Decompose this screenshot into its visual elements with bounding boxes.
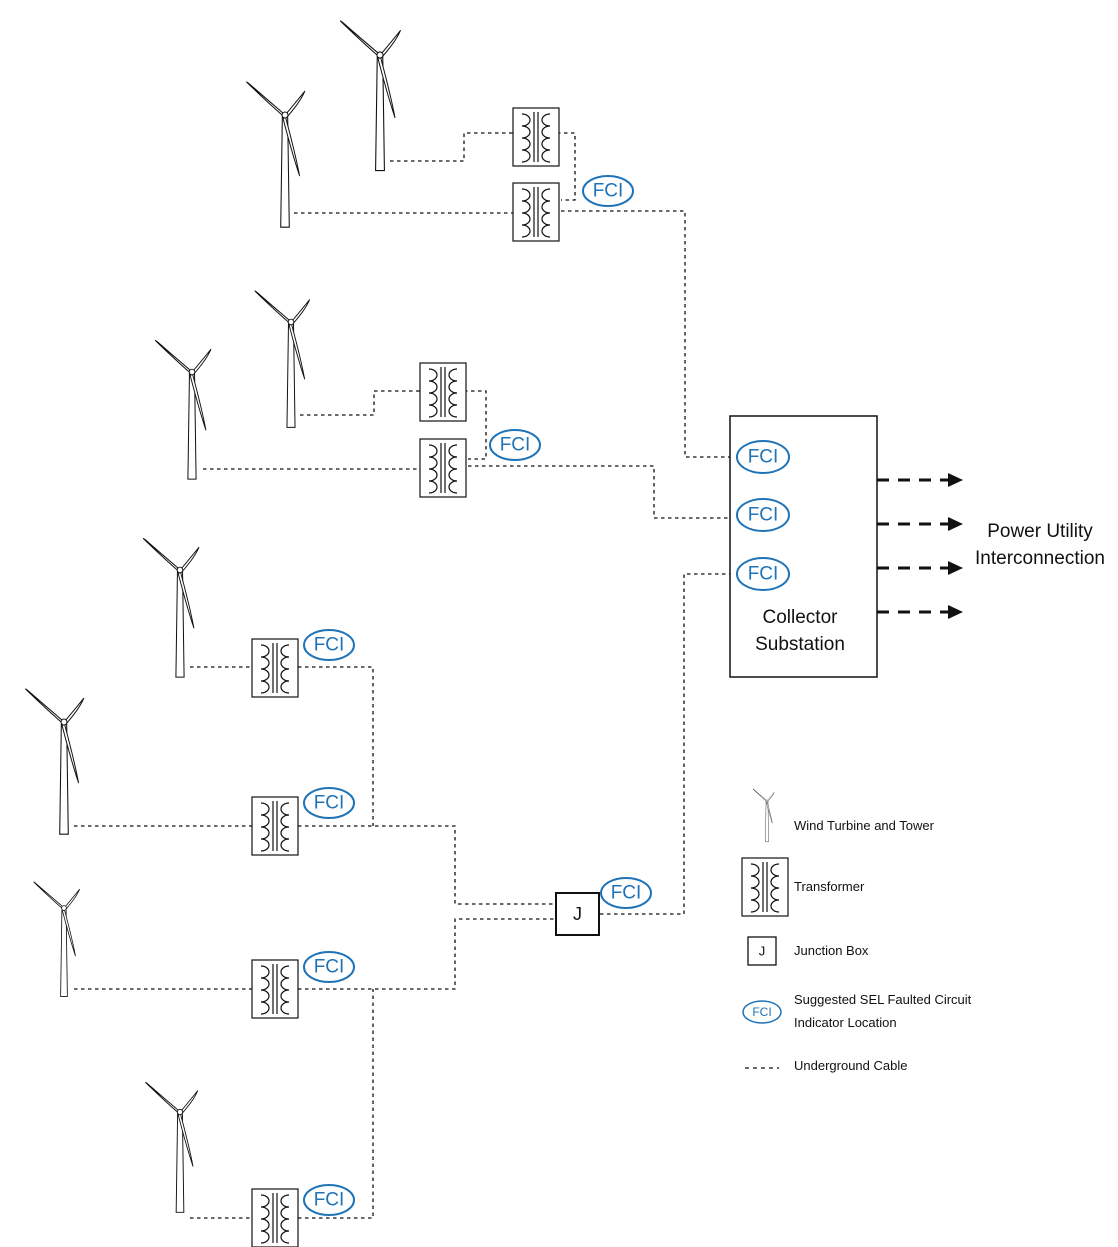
transformer-icon	[741, 857, 789, 917]
substation-label-line2: Substation	[755, 634, 845, 655]
fci-label: FCI	[314, 793, 345, 814]
transformer-icon	[419, 438, 467, 498]
fci-indicator: FCI	[303, 951, 355, 983]
wind-turbine-icon	[154, 339, 212, 480]
junction-box-label: J	[573, 904, 582, 924]
fci-label: FCI	[500, 435, 531, 456]
cable-g2-sub	[468, 465, 737, 519]
fci-icon: FCI	[752, 1005, 771, 1019]
wind-turbine-icon	[25, 688, 85, 835]
wind-turbine-icon	[33, 881, 81, 997]
legend-label-cable: Underground Cable	[794, 1058, 907, 1073]
fci-indicator: FCI	[303, 787, 355, 819]
wind-turbines	[25, 20, 401, 1213]
fci-indicators: FCI FCI FCI FCI FCI FCI FCI FCI	[303, 175, 790, 1216]
utility-label-line2: Interconnection	[975, 548, 1105, 569]
fci-label: FCI	[748, 505, 779, 526]
fci-indicator: FCI	[582, 175, 634, 207]
substation-label-line1: Collector	[763, 607, 839, 628]
wind-turbine-icon	[145, 1082, 199, 1213]
cable-x8-up	[298, 989, 374, 1219]
legend-label-fci-2: Indicator Location	[794, 1015, 897, 1030]
fci-indicator: FCI	[489, 429, 541, 461]
fci-label: FCI	[748, 447, 779, 468]
fci-indicator: FCI	[736, 557, 790, 591]
cable-g1-sub	[561, 210, 737, 458]
fci-indicator: FCI	[600, 877, 652, 909]
legend-label-turbine: Wind Turbine and Tower	[794, 818, 935, 833]
cable-t2-x1	[390, 132, 515, 162]
legend-label-fci-1: Suggested SEL Faulted Circuit	[794, 992, 972, 1007]
legend: Wind Turbine and Tower Transformer J Jun…	[741, 788, 972, 1073]
transformer-icon	[251, 638, 299, 698]
cable-x7-j	[298, 918, 557, 990]
fci-indicator: FCI	[736, 440, 790, 474]
transformer-icon	[251, 796, 299, 856]
fci-indicator: FCI	[736, 498, 790, 532]
junction-box-icon: J	[759, 944, 766, 959]
legend-label-junction: Junction Box	[794, 943, 869, 958]
wind-turbine-icon	[254, 290, 311, 428]
transformer-icon	[251, 1188, 299, 1247]
utility-arrows	[877, 473, 963, 619]
utility-label: Power Utility Interconnection	[975, 521, 1105, 569]
fci-label: FCI	[748, 564, 779, 585]
fci-indicator: FCI	[303, 1184, 355, 1216]
utility-label-line1: Power Utility	[987, 521, 1093, 542]
wind-turbine-icon	[246, 81, 306, 228]
fci-label: FCI	[314, 957, 345, 978]
fci-label: FCI	[593, 181, 624, 202]
junction-box: J	[555, 892, 600, 936]
cable-x1-x2	[557, 132, 576, 201]
wind-turbine-icon	[142, 537, 200, 678]
cable-network	[74, 132, 737, 1219]
transformer-icon	[512, 182, 560, 242]
cable-t4-x3	[300, 390, 422, 416]
transformers	[251, 107, 560, 1247]
transformer-icon	[419, 362, 467, 422]
fci-label: FCI	[314, 635, 345, 656]
legend-label-transformer: Transformer	[794, 879, 865, 894]
fci-label: FCI	[314, 1190, 345, 1211]
wind-turbine-icon	[752, 788, 775, 842]
cable-j-sub	[600, 573, 737, 915]
transformer-icon	[512, 107, 560, 167]
transformer-icon	[251, 959, 299, 1019]
fci-label: FCI	[611, 883, 642, 904]
cable-x3-x4	[464, 390, 487, 460]
cable-x6-j	[298, 825, 557, 905]
wind-turbine-icon	[340, 20, 401, 172]
fci-indicator: FCI	[303, 629, 355, 661]
